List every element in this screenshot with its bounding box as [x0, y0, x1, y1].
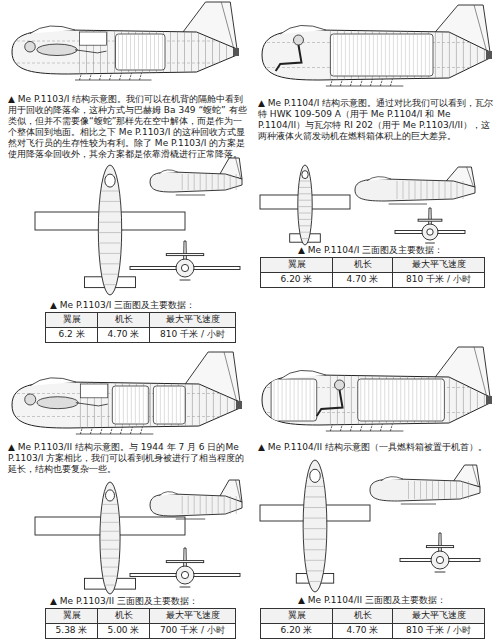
side-view [150, 480, 242, 519]
table-cell: 6.2 米 [45, 327, 98, 343]
fuel-tank [330, 34, 433, 76]
table-cell: 4.70 米 [332, 623, 393, 639]
caption: ▲ Me P.1104/I 三面图及主要数据： [298, 245, 493, 256]
caption: ▲ Me P.1103/II 三面图及主要数据： [50, 596, 245, 607]
table-cell: 810 千米 / 小时 [392, 623, 485, 639]
table-cell: 机长 [332, 608, 393, 624]
table-cell: 5.00 米 [97, 623, 150, 639]
table-cell: 翼展 [260, 257, 333, 273]
cutaway-drawing [262, 347, 492, 450]
table-cell: 810 千米 / 小时 [149, 327, 236, 343]
table-cell: 最大平飞速度 [392, 257, 485, 273]
table-cell: 4.70 米 [332, 272, 393, 288]
side-view [355, 167, 475, 204]
front-view [130, 548, 240, 587]
table-cell: 翼展 [260, 608, 333, 624]
fuel-tank [153, 386, 185, 424]
top-view [260, 460, 370, 592]
side-view [150, 158, 242, 195]
table-cell: 700 千米 / 小时 [149, 623, 236, 639]
parachute-bay [80, 384, 107, 398]
cutaway-drawing [12, 2, 239, 96]
table-cell: 最大平飞速度 [149, 608, 236, 624]
caption: ▲ Me P.1104/II 结构示意图（一具燃料箱被置于机首）。 [258, 442, 494, 453]
caption: ▲ Me P.1103/I 结构示意图。我们可以在机背的隔舱中看到用于回收的降落… [8, 94, 248, 160]
table-cell: 810 千米 / 小时 [392, 272, 485, 288]
fuel-tank [112, 386, 148, 424]
fuel-tank [358, 379, 445, 421]
table-cell: 6.20 米 [260, 623, 333, 639]
cutaway-drawing [12, 352, 242, 451]
landing-skid [75, 73, 152, 80]
table-cell: 最大平飞速度 [392, 608, 485, 624]
fuel-tank [271, 379, 317, 421]
parachute-bay [80, 32, 107, 45]
caption: ▲ Me P.1103/II 结构示意图。与 1944 年 7 月 6 日的Me… [8, 442, 248, 475]
pilot-figure [317, 380, 345, 416]
table-cell: 最大平飞速度 [149, 312, 236, 328]
fuel-tank [116, 34, 166, 70]
table-cell: 机长 [97, 312, 150, 328]
front-view [395, 208, 465, 243]
caption: ▲ Me P.1104/I 结构示意图。通过对比我们可以看到，瓦尔特 HWK 1… [258, 98, 494, 142]
landing-skid [76, 427, 154, 434]
side-view [370, 465, 480, 504]
top-view [260, 165, 350, 245]
landing-skid [326, 424, 404, 431]
table-cell: 6.20 米 [260, 272, 333, 288]
table-cell: 4.70 米 [97, 327, 150, 343]
table-cell: 翼展 [45, 312, 98, 328]
cutaway-drawing [262, 5, 492, 105]
table-cell: 翼展 [45, 608, 98, 624]
caption: ▲ Me P.1104/II 三面图及主要数据： [298, 595, 493, 606]
caption: ▲ Me P.1103/I 三面图及主要数据： [50, 300, 245, 311]
table-cell: 机长 [332, 257, 393, 273]
front-view [400, 533, 480, 572]
pilot-figure [276, 35, 304, 71]
front-view [130, 241, 240, 280]
landing-skid [326, 79, 404, 86]
table-cell: 机长 [97, 608, 150, 624]
table-cell: 5.38 米 [45, 623, 98, 639]
